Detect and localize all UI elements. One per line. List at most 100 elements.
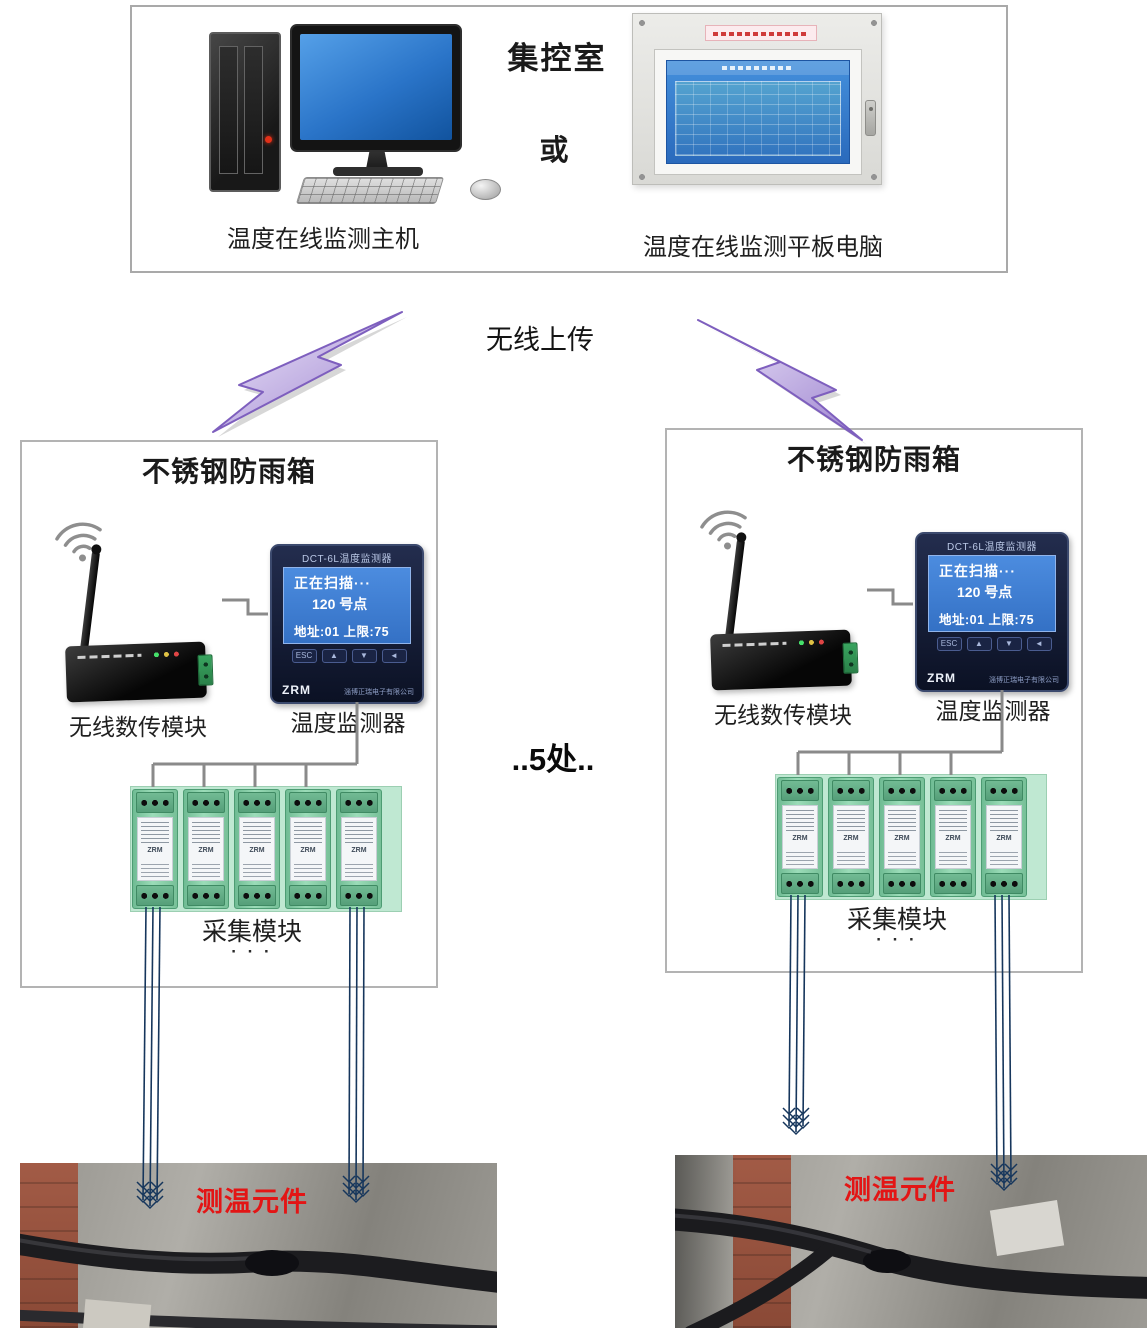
module-brand-text: ZRM	[792, 835, 808, 842]
down-button: ▼	[351, 649, 377, 663]
scan-status-text: 正在扫描···	[939, 563, 1016, 579]
antenna	[79, 549, 101, 653]
more-modules-dots: · · ·	[876, 930, 918, 949]
module-terminal-bottom	[883, 873, 921, 894]
monitor-buttons: ESC ▲ ▼ ◄	[280, 649, 418, 663]
power-cable-art	[20, 1233, 497, 1328]
zrm-brand-text: ZRM	[282, 683, 311, 697]
module-terminal-top	[136, 792, 174, 813]
module-terminal-bottom	[781, 873, 819, 894]
module-sticker: ZRM	[782, 805, 818, 869]
monitor-model-text: DCT-6L温度监测器	[947, 542, 1037, 553]
module-terminal-bottom	[136, 885, 174, 906]
sites-count-label: ..5处..	[511, 742, 595, 777]
collector-module: ZRM	[234, 789, 280, 909]
module-terminal-bottom	[832, 873, 870, 894]
module-brand-text: ZRM	[300, 847, 316, 854]
host-caption: 温度在线监测主机	[227, 226, 419, 253]
up-button: ▲	[966, 637, 992, 651]
module-terminal-bottom	[238, 885, 276, 906]
module-terminal-top	[187, 792, 225, 813]
mouse	[470, 179, 501, 200]
tablet-screen-titlebar	[667, 61, 849, 75]
module-terminal-bottom	[985, 873, 1023, 894]
wifi-signal-icon	[55, 522, 102, 562]
module-terminal-bottom	[934, 873, 972, 894]
address-limit-text: 地址:01 上限:75	[294, 625, 390, 639]
down-button: ▼	[996, 637, 1022, 651]
tablet-frame	[654, 49, 862, 175]
up-button: ▲	[321, 649, 347, 663]
tablet-screen-data-table	[675, 81, 841, 156]
monitoring-tablet-panel	[632, 13, 882, 185]
module-brand-text: ZRM	[894, 835, 910, 842]
monitor-lcd-screen: 正在扫描··· 120 号点 地址:01 上限:75	[283, 567, 411, 644]
monitor-caption: 温度监测器	[290, 710, 406, 736]
module-sticker: ZRM	[188, 817, 224, 881]
esc-button: ESC	[936, 637, 962, 651]
monitor-lcd-screen: 正在扫描··· 120 号点 地址:01 上限:75	[928, 555, 1056, 632]
monitor-model-text: DCT-6L温度监测器	[302, 554, 392, 565]
module-terminal-top	[832, 780, 870, 801]
module-terminal-bottom	[187, 885, 225, 906]
module-terminal-top	[985, 780, 1023, 801]
enter-button: ◄	[381, 649, 407, 663]
collector-module: ZRM	[930, 777, 976, 897]
radio-body	[65, 641, 214, 703]
monitor-footer: ZRM 淄博正瑞电子有限公司	[927, 671, 1059, 685]
module-terminal-top	[883, 780, 921, 801]
cable-photo-left	[20, 1163, 497, 1328]
control-room-box: 集控室 或 温度在线监测主机 温度在线监测平板电脑	[130, 5, 1008, 273]
tower-panel	[244, 46, 263, 174]
temperature-monitor-device: DCT-6L温度监测器 正在扫描··· 120 号点 地址:01 上限:75 E…	[915, 532, 1069, 692]
collector-module-row: ZRM ZRM ZRM ZRM ZRM	[132, 789, 382, 909]
module-brand-text: ZRM	[996, 835, 1012, 842]
power-led	[265, 136, 272, 143]
rainproof-box-left: 不锈钢防雨箱 DCT-6L温度监测器 正在扫描··· 120 号点 地址:01 …	[20, 440, 438, 988]
collector-caption: 采集模块	[201, 918, 302, 946]
pc-monitor	[290, 24, 462, 152]
uplink-bolt-right	[697, 319, 867, 445]
rainproof-box-title: 不锈钢防雨箱	[786, 444, 961, 475]
rainproof-box-title: 不锈钢防雨箱	[141, 456, 316, 487]
monitor-buttons: ESC ▲ ▼ ◄	[925, 637, 1063, 651]
point-count-text: 120 号点	[957, 584, 1013, 600]
module-brand-text: ZRM	[249, 847, 265, 854]
collector-module: ZRM	[183, 789, 229, 909]
wireless-transfer-module	[40, 504, 236, 704]
terminal-port	[842, 642, 859, 674]
module-brand-text: ZRM	[351, 847, 367, 854]
concrete-patch	[82, 1299, 152, 1328]
control-room-title: 集控室	[507, 41, 607, 76]
module-brand-text: ZRM	[843, 835, 859, 842]
module-terminal-top	[289, 792, 327, 813]
module-terminal-top	[934, 780, 972, 801]
address-limit-text: 地址:01 上限:75	[939, 613, 1035, 627]
zrm-brand-text: ZRM	[927, 671, 956, 685]
collector-module: ZRM	[336, 789, 382, 909]
module-brand-text: ZRM	[147, 847, 163, 854]
module-brand-text: ZRM	[945, 835, 961, 842]
tower-panel	[219, 46, 238, 174]
rainproof-box-right: 不锈钢防雨箱 DCT-6L温度监测器 正在扫描··· 120 号点 地址:01 …	[665, 428, 1083, 973]
module-sticker: ZRM	[239, 817, 275, 881]
module-sticker: ZRM	[935, 805, 971, 869]
wireless-module-caption: 无线数传模块	[69, 714, 207, 740]
keyboard	[295, 177, 445, 204]
sensor-element-label-right: 测温元件	[844, 1175, 956, 1205]
module-terminal-bottom	[289, 885, 327, 906]
wireless-transfer-module	[685, 492, 881, 692]
cable-photo-right	[675, 1155, 1147, 1328]
wireless-module-caption: 无线数传模块	[714, 702, 852, 728]
uplink-bolt-left	[212, 311, 407, 437]
collector-caption: 采集模块	[846, 906, 947, 934]
esc-button: ESC	[291, 649, 317, 663]
collector-module: ZRM	[981, 777, 1027, 897]
module-brand-text: ZRM	[198, 847, 214, 854]
monitor-footer: ZRM 淄博正瑞电子有限公司	[282, 683, 414, 697]
wireless-upload-label: 无线上传	[486, 325, 594, 355]
collector-module: ZRM	[879, 777, 925, 897]
collector-module: ZRM	[777, 777, 823, 897]
module-terminal-top	[238, 792, 276, 813]
